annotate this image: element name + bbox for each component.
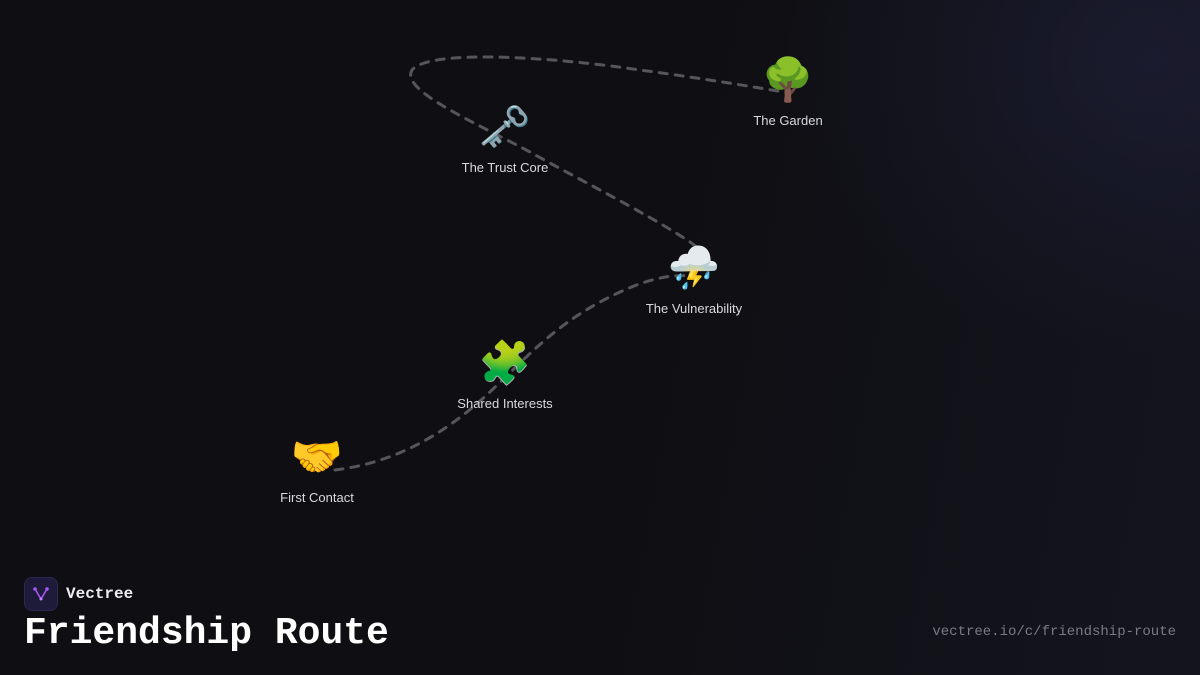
node-label: The Vulnerability	[645, 301, 743, 316]
brand[interactable]: Vectree	[24, 577, 133, 611]
route-node-the-trust-core[interactable]: 🗝️ The Trust Core	[425, 102, 585, 175]
brand-name: Vectree	[66, 585, 134, 603]
node-label: First Contact	[280, 490, 354, 505]
route-path	[333, 55, 792, 472]
route-node-shared-interests[interactable]: 🧩 Shared Interests	[425, 338, 585, 411]
page-url[interactable]: vectree.io/c/friendship-route	[932, 624, 1176, 640]
storm-cloud-icon: ⛈️	[667, 243, 721, 292]
page-title: Friendship Route	[24, 612, 389, 655]
route-node-the-vulnerability[interactable]: ⛈️ The Vulnerability	[614, 243, 774, 316]
handshake-icon: 🤝	[290, 432, 344, 481]
node-label: The Garden	[753, 113, 823, 128]
node-label: The Trust Core	[461, 160, 549, 175]
puzzle-piece-icon: 🧩	[478, 338, 532, 387]
route-node-first-contact[interactable]: 🤝 First Contact	[237, 432, 397, 505]
node-label: Shared Interests	[457, 396, 553, 411]
route-node-the-garden[interactable]: 🌳 The Garden	[708, 55, 868, 128]
old-key-icon: 🗝️	[478, 102, 532, 151]
tree-icon: 🌳	[761, 55, 815, 104]
vectree-logo-icon	[24, 577, 58, 611]
